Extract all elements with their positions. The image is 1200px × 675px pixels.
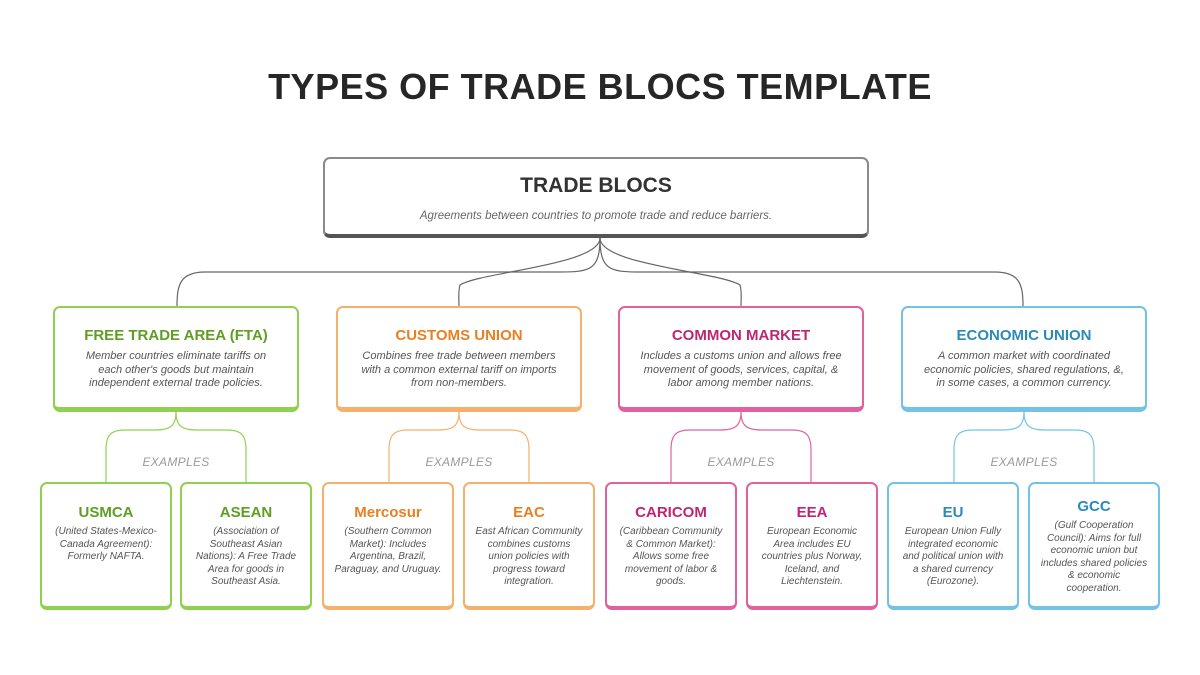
example-title: EAC <box>513 504 545 521</box>
example-eea: EEA European Economic Area includes EU c… <box>746 482 878 610</box>
example-usmca: USMCA (United States-Mexico-Canada Agree… <box>40 482 172 610</box>
example-title: EU <box>942 504 964 521</box>
example-caricom: CARICOM (Caribbean Community & Common Ma… <box>605 482 737 610</box>
example-description: European Union Fully integrated economic… <box>902 526 1004 587</box>
example-connector <box>670 411 742 482</box>
category-description: Member countries eliminate tariffs on ea… <box>85 350 267 389</box>
category-customs-union: CUSTOMS UNION Combines free trade betwee… <box>336 306 582 412</box>
examples-label: EXAMPLES <box>142 455 210 469</box>
category-common-market: COMMON MARKET Includes a customs union a… <box>618 306 864 412</box>
example-connector <box>1023 411 1095 482</box>
example-description: (Gulf Cooperation Council): Aims for ful… <box>1040 520 1148 594</box>
example-eac: EAC East African Community combines cust… <box>463 482 595 610</box>
category-title: COMMON MARKET <box>671 327 811 344</box>
category-description: A common market with coordinated economi… <box>924 350 1124 389</box>
example-title: EEA <box>796 504 828 521</box>
category-title: ECONOMIC UNION <box>956 327 1092 344</box>
examples-label: EXAMPLES <box>990 455 1058 469</box>
example-title: GCC <box>1077 498 1111 515</box>
category-description: Includes a customs union and allows free… <box>640 350 842 389</box>
root-description: Agreements between countries to promote … <box>419 210 773 222</box>
example-connector <box>740 411 812 482</box>
examples-label: EXAMPLES <box>425 455 493 469</box>
example-connector <box>105 411 177 482</box>
root-node: TRADE BLOCS Agreements between countries… <box>323 157 869 238</box>
example-description: (Caribbean Community & Common Market): A… <box>619 526 723 587</box>
category-title: FREE TRADE AREA (FTA) <box>84 327 268 344</box>
root-connector <box>176 237 601 307</box>
example-description: (United States-Mexico-Canada Agreement):… <box>55 526 157 562</box>
root-connector <box>458 237 601 307</box>
example-title: USMCA <box>78 504 134 521</box>
example-gcc: GCC (Gulf Cooperation Council): Aims for… <box>1028 482 1160 610</box>
example-description: (Association of Southeast Asian Nations)… <box>195 526 297 587</box>
root-title: TRADE BLOCS <box>520 174 672 197</box>
example-description: (Southern Common Market): Includes Argen… <box>334 526 442 575</box>
example-title: CARICOM <box>635 504 707 521</box>
category-description: Combines free trade between members with… <box>361 350 557 389</box>
example-description: East African Community combines customs … <box>475 526 583 587</box>
category-free-trade-area: FREE TRADE AREA (FTA) Member countries e… <box>53 306 299 412</box>
example-connector <box>458 411 530 482</box>
example-mercosur: Mercosur (Southern Common Market): Inclu… <box>322 482 454 610</box>
example-connector <box>175 411 247 482</box>
page-title: TYPES OF TRADE BLOCS TEMPLATE <box>268 66 932 107</box>
example-title: ASEAN <box>219 504 273 521</box>
example-title: Mercosur <box>354 504 422 521</box>
example-connector <box>953 411 1025 482</box>
root-connector <box>599 237 1024 307</box>
example-description: European Economic Area includes EU count… <box>761 526 863 587</box>
examples-label: EXAMPLES <box>707 455 775 469</box>
category-title: CUSTOMS UNION <box>395 327 523 344</box>
example-connector <box>388 411 460 482</box>
root-connector <box>599 237 742 307</box>
category-economic-union: ECONOMIC UNION A common market with coor… <box>901 306 1147 412</box>
example-asean: ASEAN (Association of Southeast Asian Na… <box>180 482 312 610</box>
example-eu: EU European Union Fully integrated econo… <box>887 482 1019 610</box>
